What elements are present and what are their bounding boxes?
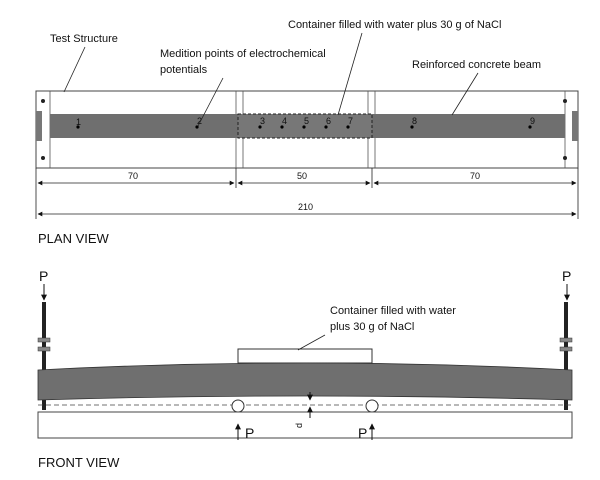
point-label: 9: [530, 116, 535, 126]
bolt-icon: [41, 99, 45, 103]
reaction-label-left: P: [245, 425, 254, 441]
front-container-line2: plus 30 g of NaCl: [330, 321, 414, 333]
nut-icon: [559, 346, 573, 352]
point-label: 5: [304, 116, 309, 126]
base-frame: [37, 411, 573, 439]
deflection-label: d: [294, 423, 304, 428]
point-label: 2: [197, 116, 202, 126]
bolt-icon: [563, 156, 567, 160]
bolt-icon: [563, 99, 567, 103]
label-test-structure: Test Structure: [50, 33, 118, 45]
point-label: 7: [348, 116, 353, 126]
point-label: 3: [260, 116, 265, 126]
measurement-point: [324, 125, 328, 129]
dimensions: [35, 168, 579, 219]
nut-icon: [37, 337, 51, 343]
leader-line: [297, 334, 326, 351]
measurement-points: 1 2 3 4 5 6 7 8 9: [76, 116, 535, 129]
load-label-right: P: [562, 268, 571, 284]
threaded-rod-right: [564, 302, 568, 410]
support-roller: [365, 399, 379, 413]
threaded-rod-left: [42, 302, 46, 410]
plan-view: 1 2 3 4 5 6 7 8 9 Test Structure Meditio…: [35, 19, 579, 246]
measurement-point: [76, 125, 80, 129]
bolt-icon: [41, 156, 45, 160]
load-label-left: P: [39, 268, 48, 284]
front-container-line1: Container filled with water: [330, 305, 456, 317]
label-container: Container filled with water plus 30 g of…: [288, 19, 501, 31]
front-view-title: FRONT VIEW: [38, 455, 120, 470]
end-plate: [36, 111, 42, 141]
nut-icon: [37, 346, 51, 352]
dim-left: 70: [128, 171, 138, 181]
front-beam: [37, 362, 573, 401]
measurement-point: [302, 125, 306, 129]
plan-view-title: PLAN VIEW: [38, 231, 110, 246]
measurement-point: [528, 125, 532, 129]
dim-middle: 50: [297, 171, 307, 181]
label-points-line2: potentials: [160, 64, 208, 76]
measurement-point: [410, 125, 414, 129]
measurement-point: [258, 125, 262, 129]
nut-icon: [559, 337, 573, 343]
label-points-line1: Medition points of electrochemical: [160, 48, 326, 60]
end-plate: [572, 111, 578, 141]
point-label: 1: [76, 117, 81, 127]
measurement-point: [195, 125, 199, 129]
leader-line: [337, 32, 363, 116]
leader-line: [197, 77, 224, 127]
measurement-point: [346, 125, 350, 129]
dim-right: 70: [470, 171, 480, 181]
point-label: 4: [282, 116, 287, 126]
leader-line: [451, 72, 479, 116]
point-label: 6: [326, 116, 331, 126]
front-view: P P Container filled with water plus 30 …: [37, 268, 573, 470]
front-container: [237, 348, 373, 364]
measurement-point: [280, 125, 284, 129]
point-label: 8: [412, 116, 417, 126]
dim-total: 210: [298, 202, 313, 212]
support-roller: [231, 399, 245, 413]
reaction-label-right: P: [358, 425, 367, 441]
leader-line: [63, 46, 86, 93]
label-beam: Reinforced concrete beam: [412, 59, 541, 71]
